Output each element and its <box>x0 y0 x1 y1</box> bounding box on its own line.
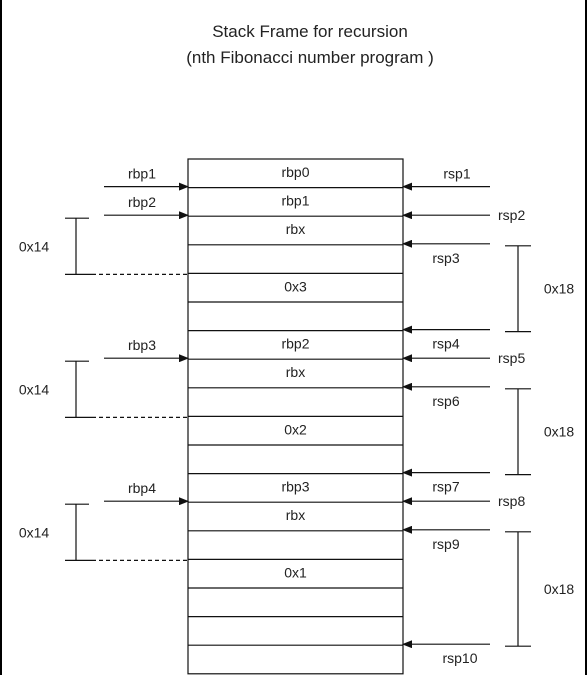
stack-cell-label: 0x3 <box>284 278 307 294</box>
bracket-size-label: 0x18 <box>544 424 575 440</box>
stack-cell-label: rbx <box>286 221 305 237</box>
stack-pointer-label: rsp4 <box>432 336 459 352</box>
stack-cell-label: 0x2 <box>284 421 307 437</box>
pointer-arrows: rbp1 rbp2 rbp3 rbp4 rsp1 rsp2 rsp3 rsp4 rsp5 rsp6… <box>104 166 525 666</box>
stack-cell-label: rbp2 <box>281 336 309 352</box>
bracket-size-label: 0x18 <box>544 281 575 297</box>
size-brackets: 0x14 0x14 0x14 0x18 0x18 0x18 <box>19 217 575 647</box>
stack-cell-label: rbp0 <box>281 164 309 180</box>
stack-cell-label: 0x1 <box>284 564 307 580</box>
base-pointer-label: rbp3 <box>128 337 156 353</box>
base-pointer-label: rbp1 <box>128 166 156 182</box>
stack-pointer-label: rsp5 <box>498 350 525 366</box>
stack-pointer-label: rsp8 <box>498 493 525 509</box>
stack-pointer-label: rsp3 <box>432 250 459 266</box>
stack-cell-label: rbp3 <box>281 479 309 495</box>
stack-cell-label: rbx <box>286 364 305 380</box>
bracket-size-label: 0x14 <box>19 524 50 540</box>
bracket-size-label: 0x14 <box>19 238 50 254</box>
stack-pointer-label: rsp7 <box>432 479 459 495</box>
stack-cell-label: rbx <box>286 507 305 523</box>
stack-pointer-label: rsp9 <box>432 536 459 552</box>
stack-pointer-label: rsp2 <box>498 207 525 223</box>
stack-pointer-label: rsp1 <box>443 166 470 182</box>
stack-cell-label: rbp1 <box>281 193 309 209</box>
stack-pointer-label: rsp6 <box>432 393 459 409</box>
stack-cells: rbp0 rbp1 rbx 0x3 rbp2 rbx 0x2 rbp3 rbx 0x1 <box>187 158 404 675</box>
diagram-title: Stack Frame for recursion <box>212 22 408 41</box>
base-pointer-label: rbp2 <box>128 194 156 210</box>
bracket-size-label: 0x14 <box>19 381 50 397</box>
stack-pointer-label: rsp10 <box>442 650 477 666</box>
diagram-subtitle: (nth Fibonacci number program ) <box>186 48 434 67</box>
base-pointer-label: rbp4 <box>128 480 156 496</box>
bracket-size-label: 0x18 <box>544 581 575 597</box>
